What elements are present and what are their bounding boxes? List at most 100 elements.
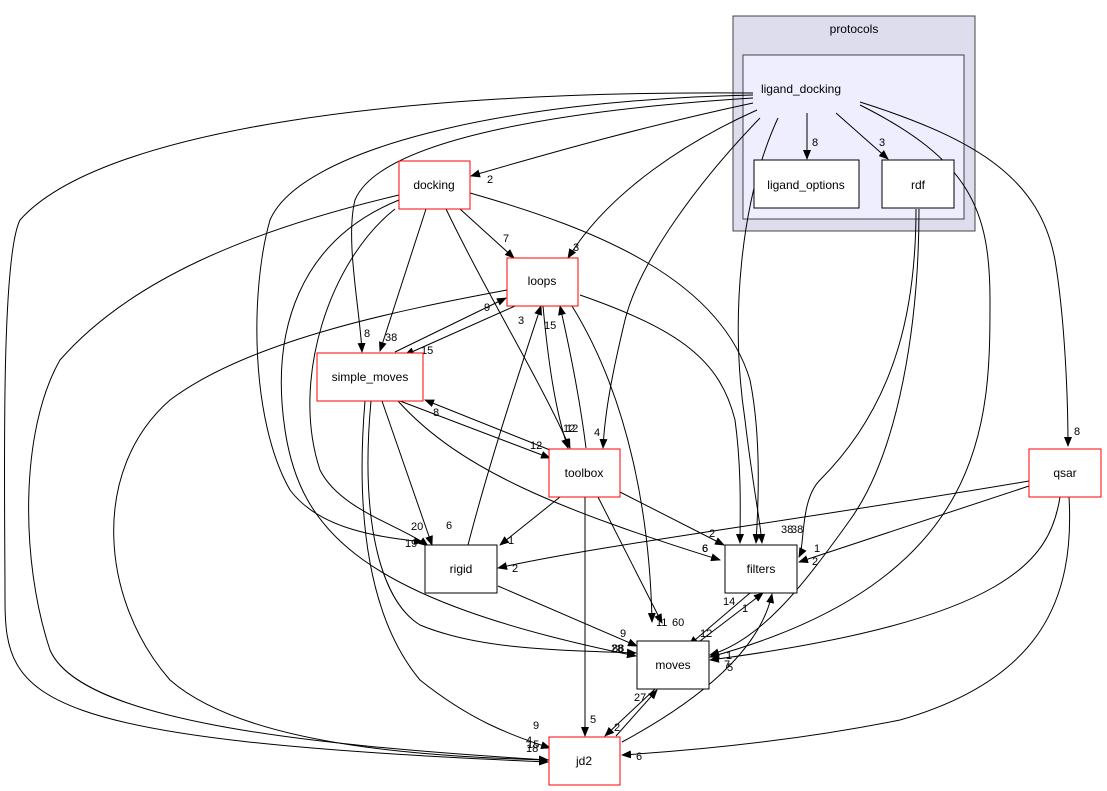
- edge-label: 6: [702, 543, 708, 555]
- edge-moves-jd2: [604, 688, 656, 737]
- edge-filters-moves: [688, 592, 751, 646]
- edge-label: 18: [526, 743, 538, 755]
- edge-label: 9: [484, 302, 490, 314]
- edge-toolbox-rigid: [499, 496, 561, 546]
- edge-label: 2: [512, 563, 518, 575]
- edge-label: 1: [742, 603, 748, 615]
- edge-docking-moves: [280, 199, 637, 659]
- edge-label: 2: [709, 528, 715, 540]
- node-docking[interactable]: docking: [398, 160, 471, 210]
- edge-toolbox-simple_moves: [424, 399, 551, 451]
- edge-loops-simple_moves: [404, 305, 516, 356]
- node-ligand-options[interactable]: ligand_options: [753, 159, 860, 209]
- node-filters[interactable]: filters: [724, 544, 798, 594]
- edge-loops-toolbox: [542, 305, 569, 449]
- edge-label: 1: [726, 650, 732, 662]
- edge-label: 6: [636, 751, 642, 763]
- node-label: ligand_options: [767, 178, 844, 192]
- edge-label: 1: [508, 535, 514, 547]
- node-label: moves: [655, 658, 690, 672]
- edge-ligand_docking-toolbox: [599, 117, 761, 449]
- edge-label: 8: [433, 407, 439, 419]
- edge-label: 4: [526, 735, 532, 747]
- edge-qsar-rigid: [497, 480, 1030, 570]
- edge-label: 27: [634, 692, 646, 704]
- node-label: rigid: [450, 562, 473, 576]
- edge-docking-filters: [469, 192, 761, 544]
- edge-toolbox-loops: [558, 305, 587, 449]
- edge-ligand_docking-jd2: [3, 92, 754, 766]
- edge-toolbox-moves: [597, 496, 663, 624]
- node-rigid[interactable]: rigid: [424, 544, 498, 594]
- edge-label: 3: [573, 242, 579, 254]
- edge-ligand_docking-docking: [470, 102, 754, 178]
- edge-qsar-filters: [798, 485, 1030, 563]
- node-label: docking: [413, 178, 454, 192]
- edge-label: 60: [672, 617, 684, 629]
- edge-label: 3: [518, 315, 524, 327]
- node-jd2[interactable]: jd2: [548, 736, 621, 786]
- node-moves[interactable]: moves: [636, 640, 710, 690]
- edge-loops-filters: [579, 294, 745, 544]
- node-qsar[interactable]: qsar: [1028, 448, 1102, 498]
- node-loops[interactable]: loops: [506, 257, 579, 307]
- edge-label: 14: [723, 596, 735, 608]
- edge-label: 8: [364, 328, 370, 340]
- edge-label: 88: [612, 643, 624, 655]
- cluster-label-ligand-docking: ligand_docking: [761, 82, 841, 96]
- edge-label: 6: [702, 543, 708, 555]
- edge-qsar-moves: [709, 496, 1061, 663]
- node-label: filters: [747, 562, 776, 576]
- edge-label: 11: [656, 617, 667, 629]
- edge-label: 38: [791, 524, 803, 536]
- edge-label: 15: [421, 345, 433, 357]
- edge-label: 5: [590, 714, 596, 726]
- edge-label: 12: [566, 423, 578, 435]
- edge-label: 7: [503, 233, 509, 245]
- node-label: rdf: [911, 178, 926, 192]
- edge-label: 12: [700, 628, 712, 640]
- edge-label: 4: [594, 427, 600, 439]
- edge-ligand_docking-loops: [567, 109, 758, 259]
- edge-label: 8: [812, 137, 818, 149]
- node-simple-moves[interactable]: simple_moves: [316, 352, 424, 402]
- edge-docking-simple_moves: [378, 208, 427, 352]
- node-toolbox[interactable]: toolbox: [548, 448, 621, 498]
- edge-label: 9: [620, 628, 626, 640]
- node-label: loops: [528, 274, 557, 288]
- edge-simple_moves-moves: [367, 400, 637, 657]
- edge-label: 9: [533, 720, 539, 732]
- edge-label: 19: [405, 538, 417, 550]
- edge-label: 38: [385, 332, 397, 344]
- edge-label: 7: [724, 659, 730, 671]
- edge-label: 12: [563, 423, 575, 435]
- edge-simple_moves-loops: [394, 297, 507, 353]
- edge-docking-jd2: [28, 194, 549, 764]
- edge-docking-rigid: [309, 208, 429, 547]
- edge-label: 6: [446, 520, 452, 532]
- edge-label: 3: [879, 137, 885, 149]
- edge-label: 8: [1074, 426, 1080, 438]
- node-rdf[interactable]: rdf: [881, 159, 955, 209]
- node-label: qsar: [1053, 466, 1076, 480]
- edge-jd2-moves: [615, 689, 658, 737]
- edge-simple_moves-jd2: [361, 400, 551, 750]
- cluster-label-protocols: protocols: [830, 22, 879, 36]
- edge-label: 38: [781, 524, 793, 536]
- edge-label: 28: [611, 643, 623, 655]
- edge-jd2-filters: [621, 593, 775, 743]
- edge-docking-toolbox: [445, 208, 571, 449]
- edge-loops-moves: [571, 305, 656, 623]
- edge-simple_moves-filters: [397, 400, 721, 562]
- edge-ligand_docking-rigid: [256, 94, 754, 545]
- node-label: simple_moves: [332, 370, 409, 384]
- edge-label: 2: [812, 556, 818, 568]
- edge-docking-loops: [459, 208, 515, 259]
- edge-rigid-moves: [497, 585, 638, 647]
- edge-toolbox-filters: [619, 491, 725, 546]
- edge-rigid-loops: [467, 305, 542, 546]
- edge-label: 15: [527, 739, 539, 751]
- edges-layer: [3, 92, 1072, 766]
- edge-label: 2: [487, 174, 493, 186]
